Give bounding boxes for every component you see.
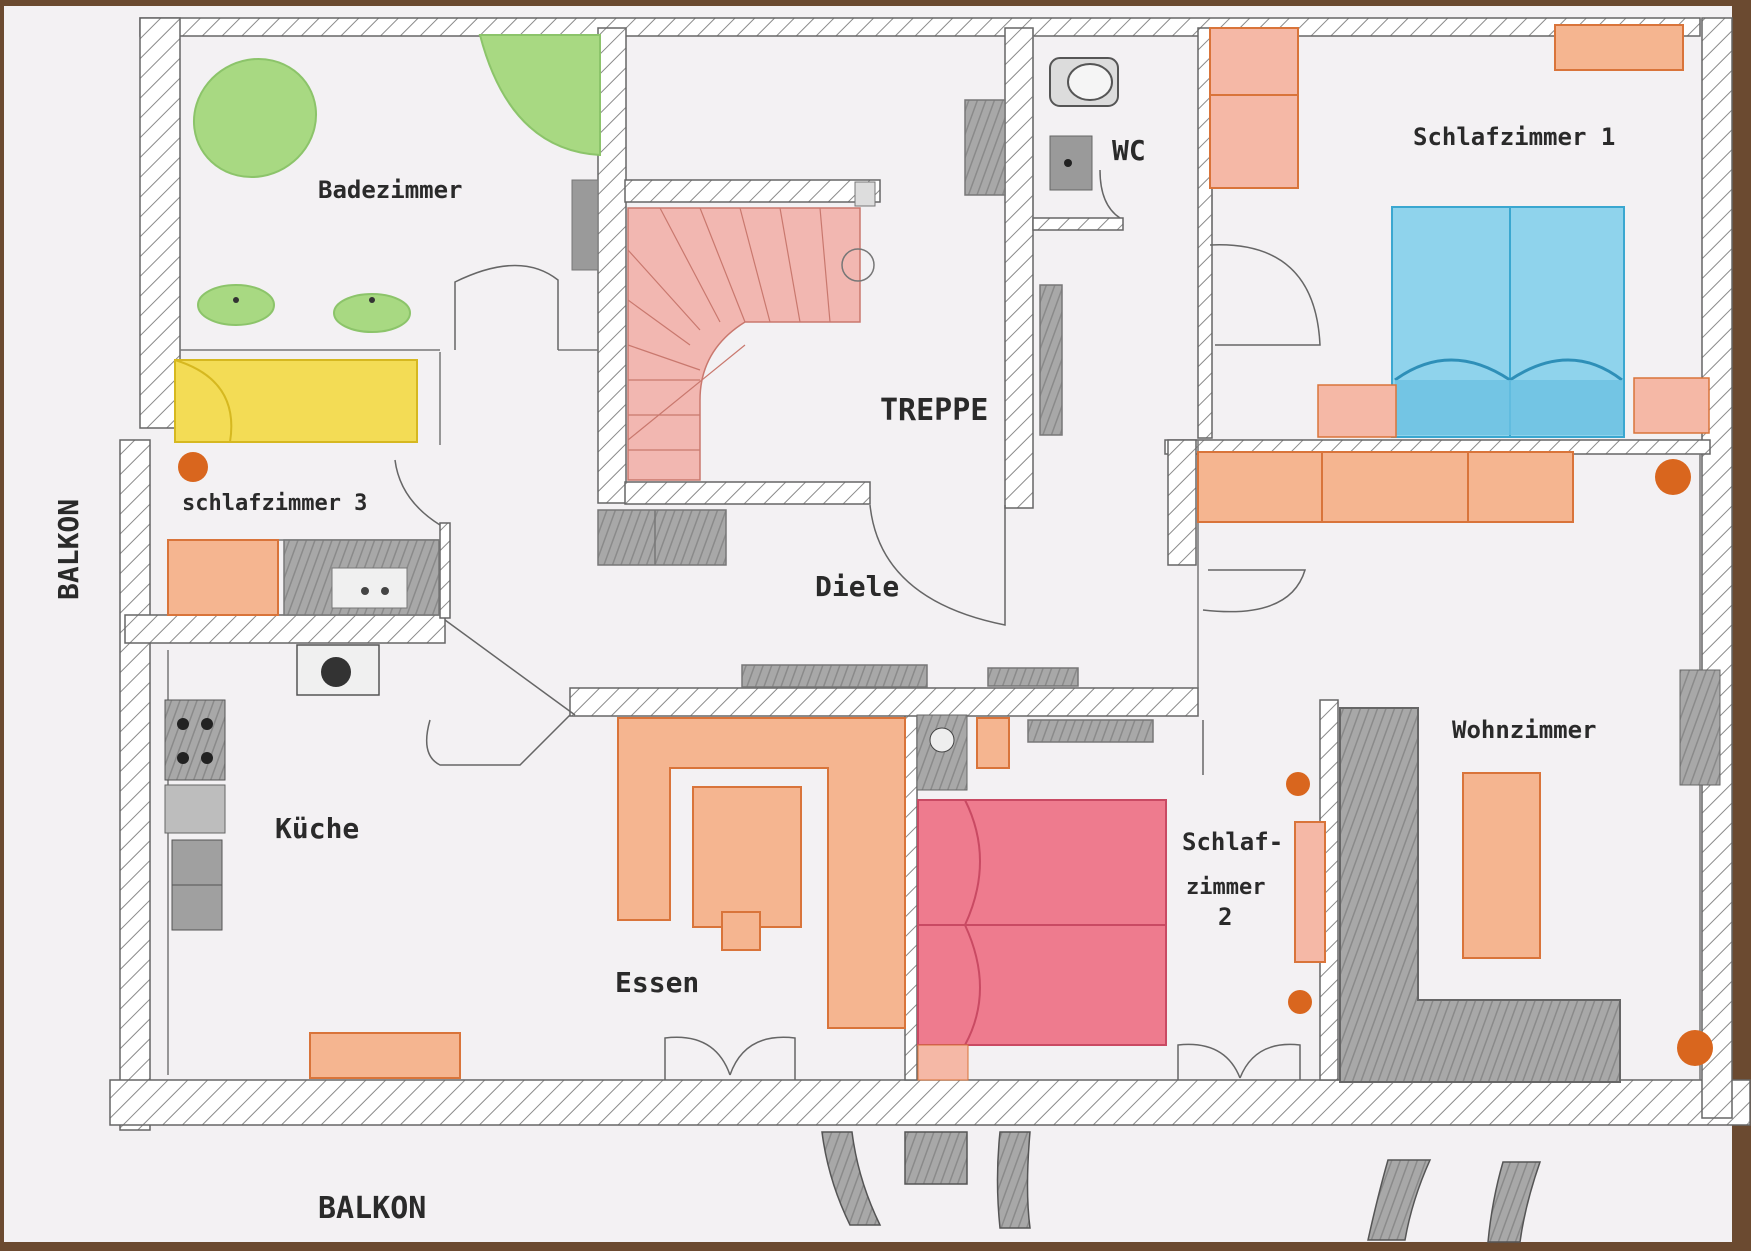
interior-walls <box>124 27 1711 1081</box>
lamp-dot <box>178 452 208 482</box>
lamp-dot <box>1288 990 1312 1014</box>
label-schlafzimmer2-line3: 2 <box>1218 903 1232 931</box>
hall-cabinets <box>597 99 1154 743</box>
bedroom1-furniture <box>1197 24 1710 523</box>
door-swings <box>394 169 1321 1080</box>
label-kueche: Küche <box>275 812 359 845</box>
kitchen-furniture <box>164 644 461 1079</box>
label-treppe: TREPPE <box>880 393 988 428</box>
lamp-dot <box>1677 1030 1713 1066</box>
label-schlafzimmer3: schlafzimmer 3 <box>182 491 367 516</box>
balcony-pillars <box>821 1131 1542 1243</box>
label-balkon-bottom: BALKON <box>318 1191 426 1226</box>
label-schlafzimmer1: Schlafzimmer 1 <box>1413 123 1615 151</box>
bedroom2-furniture <box>916 714 1326 1081</box>
label-diele: Diele <box>815 570 899 603</box>
bathroom-fixtures <box>174 34 601 443</box>
lamp-dot <box>1655 459 1691 495</box>
label-wohnzimmer: Wohnzimmer <box>1452 716 1597 744</box>
bedroom3-furniture <box>167 452 440 616</box>
label-schlafzimmer2-line1: Schlaf- <box>1182 828 1283 856</box>
label-badezimmer: Badezimmer <box>318 176 463 204</box>
label-wc: WC <box>1112 134 1146 167</box>
lamp-dot <box>1286 772 1310 796</box>
staircase <box>627 181 876 481</box>
label-balkon-left: BALKON <box>52 499 85 600</box>
dining-furniture <box>617 717 906 1029</box>
label-essen: Essen <box>615 966 699 999</box>
living-furniture <box>1339 669 1721 1083</box>
outer-walls <box>109 17 1751 1131</box>
wc-fixtures <box>1049 57 1119 191</box>
label-schlafzimmer2-line2: zimmer <box>1186 875 1265 900</box>
